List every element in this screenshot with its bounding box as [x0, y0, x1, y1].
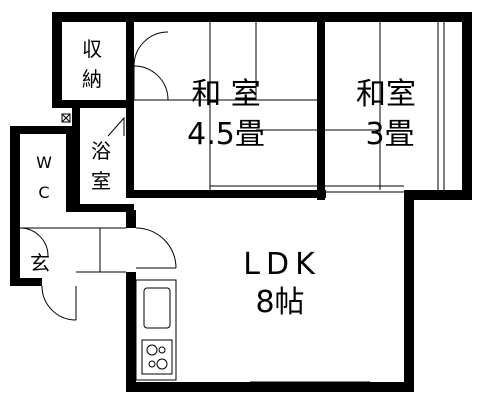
storage-char1: 収 — [82, 37, 102, 61]
washitsu-small-line1: 和室 — [356, 77, 416, 112]
room-labels: 和 室 4.5畳 和室 3畳 LDK 8帖 収 納 浴 室 W C 玄 — [30, 37, 416, 320]
ldk-line1: LDK — [243, 247, 321, 282]
bath-char1: 浴 — [91, 139, 111, 163]
washitsu-large-line2: 4.5畳 — [187, 117, 265, 152]
ldk-line2: 8帖 — [255, 285, 304, 320]
wc-char2: C — [38, 183, 49, 202]
bath-char2: 室 — [91, 169, 111, 193]
walls — [10, 12, 472, 392]
entrance-label: 玄 — [30, 251, 50, 275]
wc-char1: W — [36, 153, 52, 172]
thin-lines — [19, 22, 445, 387]
washitsu-large-line1: 和 室 — [191, 77, 261, 112]
washitsu-small-line2: 3畳 — [365, 117, 414, 152]
storage-char2: 納 — [82, 67, 102, 91]
